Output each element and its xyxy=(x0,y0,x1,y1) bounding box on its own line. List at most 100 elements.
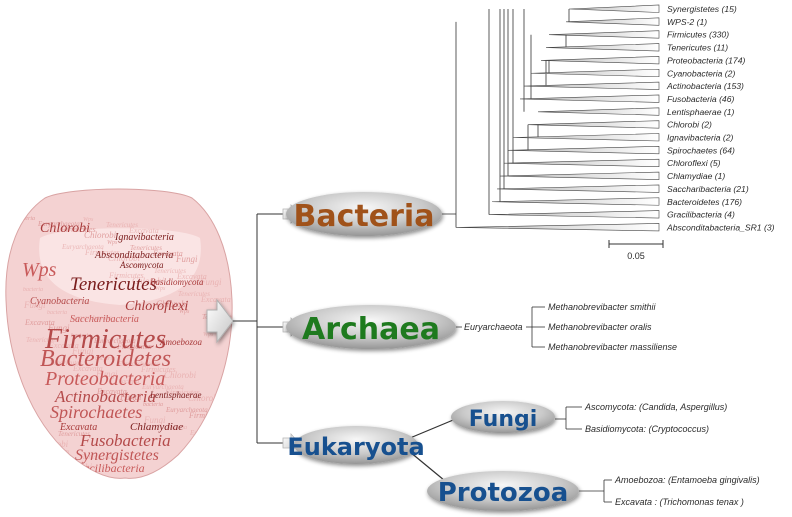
clade-triangle xyxy=(512,133,660,142)
cloud-word: Chloroflexi xyxy=(125,299,188,314)
protozoa-excavata: Excavata : (Trichomonas tenax ) xyxy=(615,497,744,507)
clade-triangle xyxy=(540,56,660,65)
cloud-filler-word: Excavata xyxy=(152,249,183,258)
cloud-filler-word: Tenericutes xyxy=(106,221,138,229)
cloud-filler-word: bacteria xyxy=(15,216,35,222)
cloud-filler-word: Excavata xyxy=(48,341,79,350)
cloud-filler-word: Firmicutes xyxy=(212,434,248,443)
block-arrow-icon xyxy=(206,298,234,344)
cloud-filler-word: Chlorobi xyxy=(108,253,141,263)
scale-bar-label: 0.05 xyxy=(627,251,645,261)
clade-triangle xyxy=(545,43,660,52)
clade-triangle xyxy=(565,17,660,26)
tongue-word-cloud-icon: bacteriaEuryarchaeotaFirmicutesChlorobiW… xyxy=(5,188,256,479)
phylum-label: Firmicutes (330) xyxy=(667,30,729,40)
cloud-word: Basidiomycota xyxy=(150,277,204,287)
cloud-filler-word: Euryarchaeota xyxy=(61,243,104,251)
cloud-word: Saccharibacteria xyxy=(70,314,139,325)
cloud-filler-word: Tenericutes xyxy=(178,290,210,298)
phylum-label: WPS-2 (1) xyxy=(667,17,707,27)
phylum-label: Spirochaetes (64) xyxy=(667,145,735,155)
cloud-filler-word: bacteria xyxy=(71,333,91,339)
eukaryota-node: Eukaryota xyxy=(287,426,425,464)
protozoa-subtree xyxy=(579,479,612,503)
cloud-filler-word: Tenericutes xyxy=(50,359,82,367)
cloud-word: Bacteroidetes xyxy=(40,346,171,372)
cloud-filler-word: Tenericutes xyxy=(154,267,186,275)
phylum-label: Cyanobacteria (2) xyxy=(667,68,735,78)
archaea-subtree xyxy=(456,306,545,348)
phylum-label: Fusobacteria (46) xyxy=(667,94,734,104)
phylum-label: Synergistetes (15) xyxy=(667,4,737,14)
clade-triangle xyxy=(548,30,660,39)
cloud-word: Cyanobacteria xyxy=(30,296,89,307)
cloud-word: Lentisphaerae xyxy=(149,390,202,400)
cloud-filler-word: Fungi xyxy=(175,254,198,264)
cloud-filler-word: Wps xyxy=(179,309,190,315)
cloud-word: Proteobacteria xyxy=(44,368,165,390)
cloud-word: Gracilibacteria xyxy=(70,461,145,475)
cloud-word: Firmicutes xyxy=(44,324,166,355)
phylum-label: Gracilibacteria (4) xyxy=(667,210,735,220)
cloud-filler-word: Euryarchaeota xyxy=(37,220,80,228)
cloud-filler-word: Tenericutes xyxy=(58,430,90,438)
cloud-filler-word: Fungi xyxy=(23,300,46,310)
cloud-filler-word: bacteria xyxy=(95,356,115,362)
cloud-filler-word: Fungi xyxy=(119,392,142,402)
cloud-filler-word: Euryarchaeota xyxy=(189,429,232,437)
cloud-filler-word: Excavata xyxy=(200,295,231,304)
protozoa-label: Protozoa xyxy=(438,478,569,508)
cloud-filler-word: Tenericutes xyxy=(130,244,162,252)
cloud-word: Wps xyxy=(22,259,57,281)
cloud-word: Spirochaetes xyxy=(50,402,142,422)
cloud-filler-word: bacteria xyxy=(191,448,211,454)
cloud-filler-word: Firmicutes xyxy=(140,365,176,374)
cloud-filler-word: Wps xyxy=(203,332,214,338)
phylum-label: Proteobacteria (174) xyxy=(667,55,745,65)
cloud-filler-word: Excavata xyxy=(72,364,103,373)
fungi-basidiomycota: Basidiomycota: (Cryptococcus) xyxy=(585,424,709,434)
phylum-label: Tenericutes (11) xyxy=(667,43,728,53)
protozoa-amoebozoa: Amoebozoa: (Entamoeba gingivalis) xyxy=(614,475,760,485)
archaea-species-3: Methanobrevibacter massiliense xyxy=(548,342,677,352)
cloud-filler-word: Firmicutes xyxy=(108,271,144,280)
cloud-word: Ignavibacteria xyxy=(114,232,174,243)
archaea-species-1: Methanobrevibacter smithii xyxy=(548,302,657,312)
cloud-filler-word: Fungi xyxy=(95,369,118,379)
cloud-filler-word: Excavata xyxy=(176,272,207,281)
cloud-filler-word: Chlorobi xyxy=(84,230,117,240)
phylum-label: Saccharibacteria (21) xyxy=(667,184,749,194)
cloud-filler-word: Wps xyxy=(155,286,166,292)
cloud-filler-word: Firmicutes xyxy=(60,225,96,234)
cloud-filler-word: Chlorobi xyxy=(188,393,221,403)
archaea-phylum: Euryarchaeota xyxy=(464,322,523,332)
cloud-filler-word: Fungi xyxy=(47,323,70,333)
cloud-filler-word: Wps xyxy=(83,217,94,223)
phylum-label: Ignavibacteria (2) xyxy=(667,133,734,143)
archaea-label: Archaea xyxy=(302,312,440,347)
phylum-label: Lentisphaerae (1) xyxy=(667,107,734,117)
bacteria-label: Bacteria xyxy=(294,199,435,234)
archaea-species-2: Methanobrevibacter oralis xyxy=(548,322,652,332)
cloud-word: Excavata xyxy=(59,422,97,433)
cloud-filler-word: Euryarchaeota xyxy=(213,452,256,460)
fungi-node: Fungi xyxy=(451,401,555,433)
clade-triangle xyxy=(530,68,660,78)
clade-triangle xyxy=(507,146,660,155)
cloud-word: Actinobacteria xyxy=(54,387,156,406)
cloud-filler-word: Wps xyxy=(35,426,46,432)
cloud-word: Chlamydiae xyxy=(130,421,183,433)
cloud-filler-word: Firmicutes xyxy=(36,457,72,466)
cloud-filler-word: Fungi xyxy=(143,415,166,425)
protozoa-node: Protozoa xyxy=(427,471,579,511)
cloud-word: Fusobacteria xyxy=(79,431,171,450)
clade-triangle xyxy=(523,81,660,90)
phylum-label: Chlamydiae (1) xyxy=(667,171,725,181)
cloud-filler-word: Chlorobi xyxy=(132,276,165,286)
fungi-subtree xyxy=(555,406,582,430)
cloud-word: Ascomycota xyxy=(119,260,164,270)
clade-triangle xyxy=(568,4,660,13)
cloud-filler-word: Wps xyxy=(211,403,222,409)
archaea-node: Archaea xyxy=(286,305,456,349)
